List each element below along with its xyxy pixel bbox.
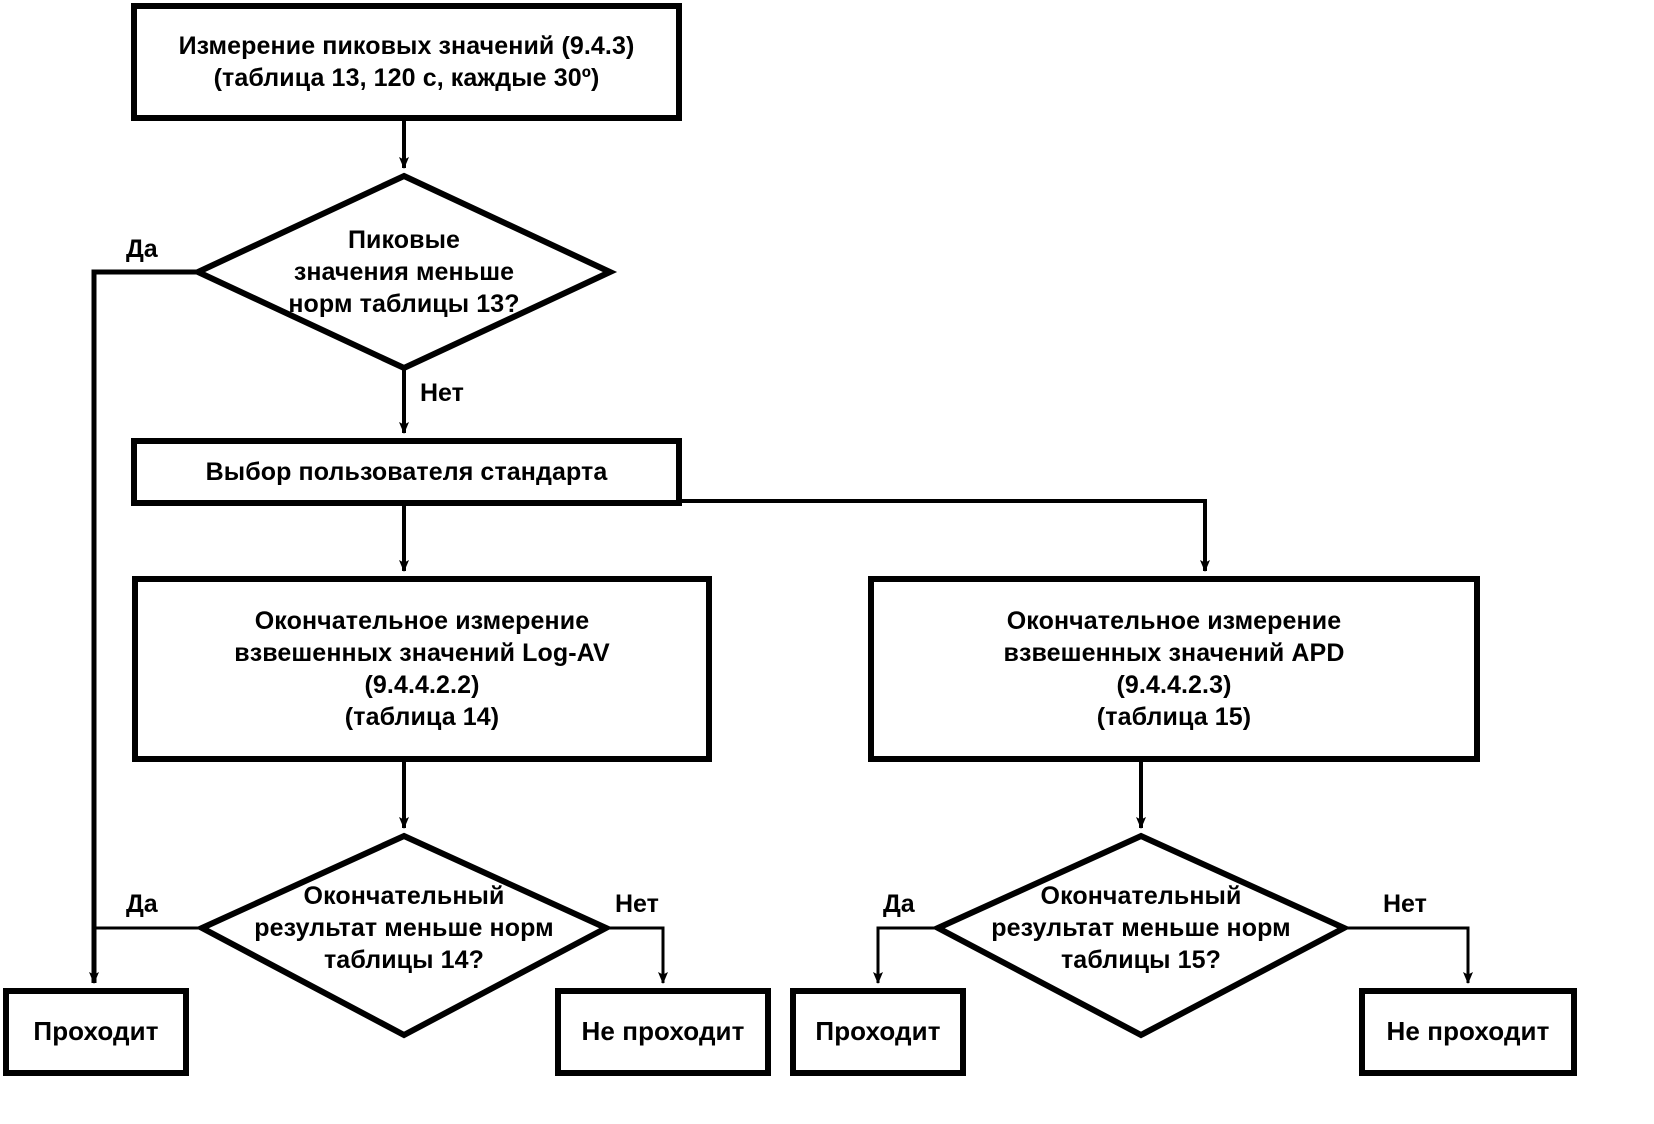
- shape-logav-decision: [195, 832, 613, 1039]
- shape-fail-right: [1359, 988, 1577, 1076]
- shape-fail-left: [555, 988, 771, 1076]
- shape-apd-measurement: [868, 576, 1480, 762]
- shape-peak-measurement: [131, 3, 682, 121]
- connector-apd-yes-to-pass: [873, 926, 938, 984]
- shape-pass-right: [790, 988, 966, 1076]
- connector-apd-no-to-fail: [1344, 926, 1473, 984]
- shape-pass-left: [3, 988, 189, 1076]
- connector-userchoice-to-apd: [679, 499, 1210, 572]
- shape-apd-decision: [931, 832, 1351, 1039]
- connector-logav-no-to-fail: [606, 926, 668, 984]
- shape-logav-measurement: [132, 576, 712, 762]
- shape-peak-decision: [190, 172, 618, 372]
- shape-user-choice: [131, 438, 682, 506]
- connector-peak-yes-rail: [89, 269, 198, 984]
